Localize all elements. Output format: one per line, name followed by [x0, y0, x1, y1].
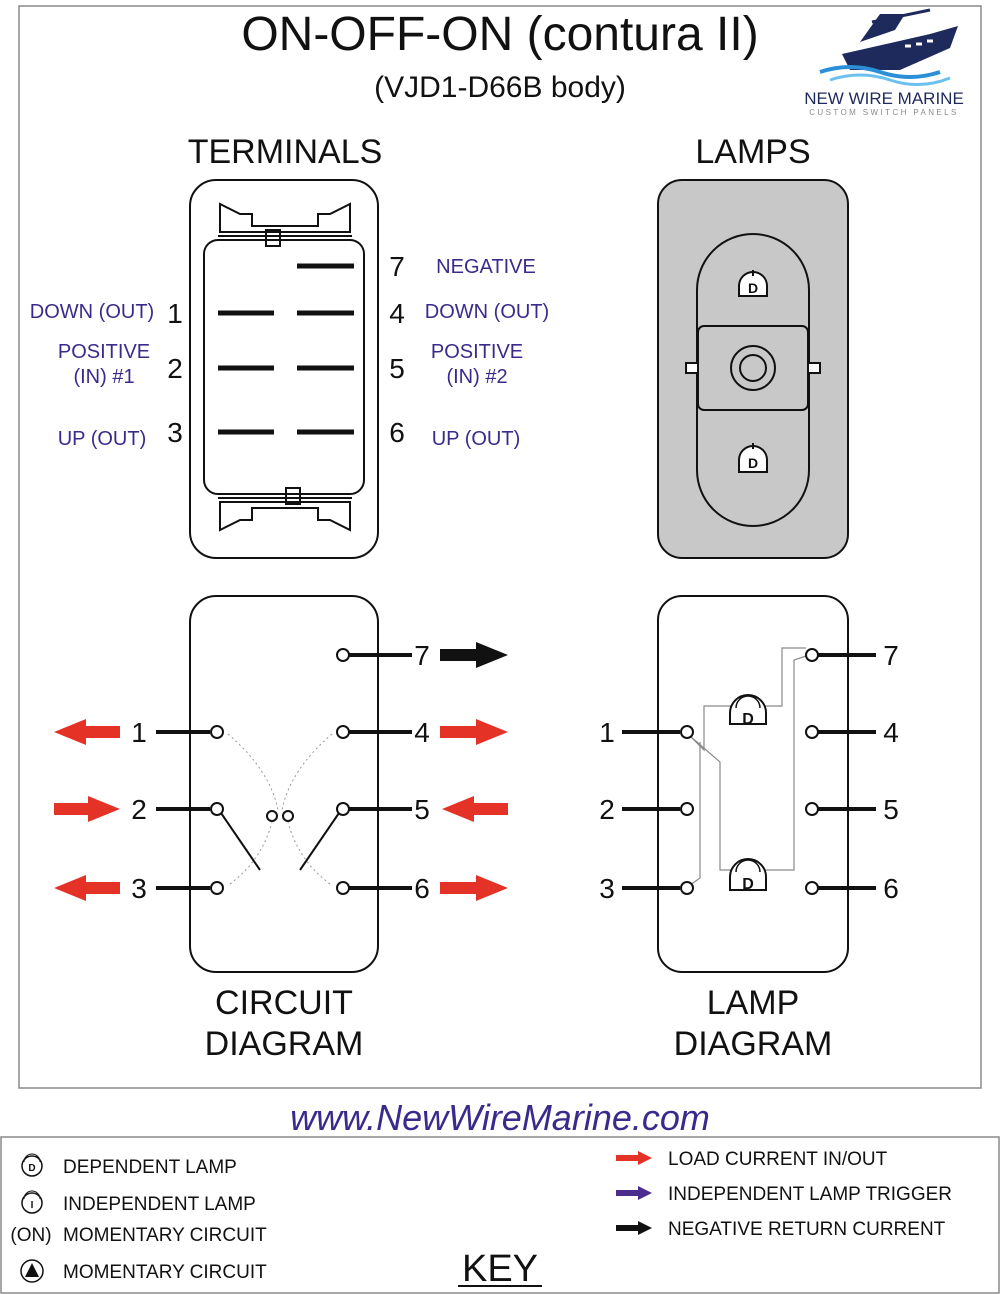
dependent-lamp-key-letter: D	[28, 1163, 35, 1174]
arrow-right-red-2	[54, 796, 120, 822]
arrow-left-red-1	[54, 719, 120, 745]
lamp-diagram: D D 7 1 4 2 5 3 6	[599, 595, 899, 973]
label-positive-1-line2: (IN) #1	[73, 366, 134, 388]
lamp-diagram-heading-line2: DIAGRAM	[674, 1025, 833, 1063]
lamp-diagram-bottom-lamp: D	[729, 858, 767, 893]
label-positive-2-line2: (IN) #2	[446, 366, 507, 388]
circuit-number-5: 5	[414, 794, 430, 825]
brand-logo: NEW WIRE MARINE CUSTOM SWITCH PANELS	[804, 8, 964, 117]
lamp-diagram-top-lamp: D	[729, 694, 767, 728]
terminals-heading: TERMINALS	[188, 133, 383, 171]
lamp-top-letter: D	[748, 280, 758, 296]
lamp-number-4: 4	[883, 717, 899, 748]
key-title: KEY	[462, 1248, 538, 1290]
label-up-out-6: UP (OUT)	[432, 428, 521, 450]
label-negative: NEGATIVE	[436, 256, 536, 278]
independent-lamp-key-icon: I	[21, 1190, 43, 1214]
key-momentary-circuit-triangle: MOMENTARY CIRCUIT	[63, 1262, 267, 1283]
key-negative-return: NEGATIVE RETURN CURRENT	[668, 1219, 946, 1240]
lamp-diagram-bottom-letter: D	[742, 876, 754, 893]
logo-tagline: CUSTOM SWITCH PANELS	[809, 108, 959, 117]
lamp-number-2: 2	[599, 794, 615, 825]
circuit-number-4: 4	[414, 717, 430, 748]
circuit-heading-line1: CIRCUIT	[215, 984, 353, 1022]
lamp-number-6: 6	[883, 873, 899, 904]
key-legend: D DEPENDENT LAMP I INDEPENDENT LAMP (ON)…	[10, 1149, 952, 1290]
page-title: ON-OFF-ON (contura II)	[241, 8, 758, 61]
dependent-lamp-key-icon: D	[21, 1153, 43, 1177]
terminals-switch-body	[189, 179, 379, 559]
lamp-diagram-top-letter: D	[742, 711, 754, 728]
key-load-current: LOAD CURRENT IN/OUT	[668, 1149, 888, 1170]
terminal-number-4: 4	[389, 298, 405, 329]
logo-text: NEW WIRE MARINE	[804, 89, 964, 108]
key-frame	[0, 1136, 1000, 1294]
circuit-number-3: 3	[131, 873, 147, 904]
arrow-left-red-3	[54, 875, 120, 901]
terminal-number-7: 7	[389, 251, 405, 282]
key-independent-lamp-trigger: INDEPENDENT LAMP TRIGGER	[668, 1184, 952, 1205]
key-purple-arrow-icon	[616, 1186, 652, 1200]
lamps-switch-body	[657, 179, 849, 559]
arrow-right-red-4	[440, 719, 508, 745]
arrow-right-black-7	[440, 642, 508, 668]
lamp-bottom-letter: D	[748, 455, 758, 471]
current-arrows	[54, 642, 508, 901]
terminal-number-3: 3	[167, 417, 183, 448]
label-down-out-4: DOWN (OUT)	[425, 301, 549, 323]
circuit-diagram: 7 1 4 2 5 3 6	[54, 595, 508, 973]
circuit-number-7: 7	[414, 640, 430, 671]
website-link[interactable]: www.NewWireMarine.com	[290, 1097, 710, 1138]
lamp-top-icon: D	[738, 270, 768, 297]
arrow-right-red-6	[440, 875, 508, 901]
page-frame	[18, 5, 982, 1089]
momentary-on-symbol: (ON)	[10, 1225, 51, 1246]
lamp-number-1: 1	[599, 717, 615, 748]
arrow-left-red-5	[442, 796, 508, 822]
circuit-number-2: 2	[131, 794, 147, 825]
terminal-blades	[218, 263, 354, 435]
key-red-arrow-icon	[616, 1151, 652, 1165]
independent-lamp-key-letter: I	[31, 1200, 34, 1211]
page-subtitle: (VJD1-D66B body)	[374, 71, 626, 104]
lamp-number-5: 5	[883, 794, 899, 825]
lamps-heading: LAMPS	[695, 133, 810, 171]
label-down-out-1: DOWN (OUT)	[30, 301, 154, 323]
label-positive-2-line1: POSITIVE	[431, 341, 523, 363]
momentary-triangle-icon	[20, 1259, 44, 1283]
circuit-number-1: 1	[131, 717, 147, 748]
circuit-heading-line2: DIAGRAM	[205, 1025, 364, 1063]
key-dependent-lamp: DEPENDENT LAMP	[63, 1157, 237, 1178]
terminal-number-1: 1	[167, 298, 183, 329]
lamp-number-3: 3	[599, 873, 615, 904]
terminal-number-2: 2	[167, 353, 183, 384]
terminal-number-6: 6	[389, 417, 405, 448]
key-momentary-circuit-on: MOMENTARY CIRCUIT	[63, 1225, 267, 1246]
label-up-out-3: UP (OUT)	[58, 428, 147, 450]
label-positive-1-line1: POSITIVE	[58, 341, 150, 363]
key-black-arrow-icon	[616, 1221, 652, 1235]
circuit-number-6: 6	[414, 873, 430, 904]
lamp-bottom-icon: D	[738, 443, 768, 473]
key-independent-lamp: INDEPENDENT LAMP	[63, 1194, 256, 1215]
lamp-number-7: 7	[883, 640, 899, 671]
lamp-diagram-heading-line1: LAMP	[707, 984, 800, 1022]
terminal-number-5: 5	[389, 353, 405, 384]
